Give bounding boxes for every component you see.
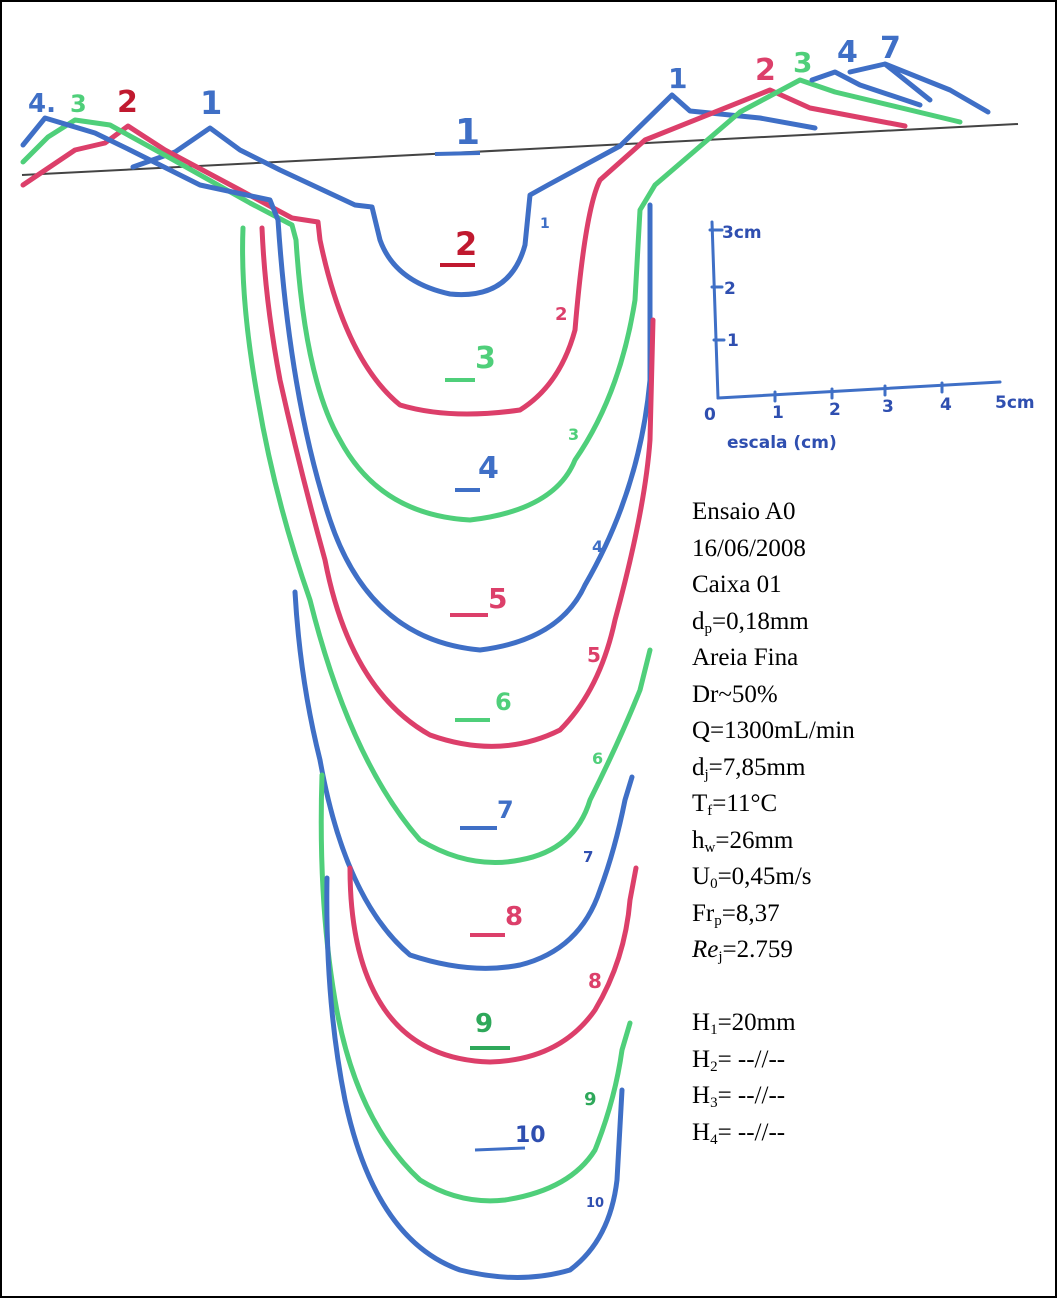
profile-label-3: 3 — [445, 341, 496, 382]
crest-label-2: 2 — [755, 53, 776, 88]
info-dj: dj=7,85mm — [692, 753, 806, 783]
info-u0: U0=0,45m/s — [692, 863, 812, 892]
scale-y-tick-2: 2 — [724, 279, 736, 299]
svg-text:7: 7 — [497, 796, 514, 824]
scale-x-tick-0: 0 — [704, 405, 716, 425]
info-h2: H2= --//-- — [692, 1045, 786, 1075]
scale-x-tick-5cm: 5cm — [995, 393, 1035, 413]
crest-label-1: 1 — [200, 84, 222, 122]
small-label-5: 5 — [587, 643, 601, 667]
crest-label-7: 7 — [880, 31, 901, 66]
info-tf: Tf=11°C — [692, 790, 778, 819]
scale-y-tick-1: 1 — [727, 331, 739, 351]
crest-label-3: 3 — [793, 46, 812, 79]
profile-2 — [20, 87, 908, 417]
profile-8 — [347, 865, 639, 1065]
profile-1 — [130, 92, 818, 298]
profile-label-8: 8 — [470, 902, 523, 937]
profile-label-7: 7 — [460, 796, 514, 830]
small-label-1: 1 — [540, 216, 550, 232]
scale-x-tick-2: 2 — [829, 400, 841, 420]
info-dr: Dr~50% — [692, 680, 778, 708]
profile-3 — [20, 77, 963, 523]
svg-text:3: 3 — [475, 341, 496, 376]
svg-text:1: 1 — [455, 112, 480, 153]
info-test: Ensaio A0 — [692, 498, 796, 525]
info-h3: H3= --//-- — [692, 1082, 786, 1111]
small-label-2: 2 — [555, 304, 568, 325]
crest-label-2: 2 — [117, 85, 138, 120]
crest-label-4: 4 — [837, 35, 858, 70]
profile-7 — [292, 61, 991, 971]
profile-5 — [259, 225, 656, 749]
profile-4 — [20, 69, 923, 653]
info-sand: Areia Fina — [692, 644, 799, 671]
svg-text:5: 5 — [488, 582, 507, 615]
info-frp: Frp=8,37 — [692, 899, 780, 929]
info-q: Q=1300mL/min — [692, 717, 855, 744]
info-spacer — [692, 969, 855, 1006]
bed-baseline — [21, 123, 1019, 176]
profile-label-5: 5 — [450, 582, 507, 617]
profile-label-9: 9 — [470, 1009, 510, 1050]
scale-x-tick-1: 1 — [772, 403, 784, 423]
scale-axes — [708, 220, 1002, 403]
small-label-3: 3 — [568, 425, 579, 444]
crest-label-4: 4. — [28, 89, 56, 119]
small-label-9: 9 — [584, 1089, 597, 1110]
scale-caption: escala (cm) — [727, 433, 837, 453]
svg-text:4: 4 — [478, 451, 499, 486]
profile-label-10: 10 — [474, 1123, 546, 1152]
scale-y-tick-3cm: 3cm — [722, 223, 762, 243]
svg-text:9: 9 — [475, 1009, 493, 1039]
svg-text:2: 2 — [455, 225, 477, 263]
svg-text:6: 6 — [495, 688, 512, 716]
profile-label-6: 6 — [455, 688, 512, 722]
info-rej: Rej=2.759 — [692, 936, 793, 965]
profile-6 — [240, 225, 653, 865]
svg-text:10: 10 — [515, 1123, 546, 1148]
info-date: 16/06/2008 — [692, 534, 806, 562]
svg-text:8: 8 — [505, 902, 523, 932]
profile-label-4: 4 — [455, 451, 499, 492]
small-label-6: 6 — [592, 749, 603, 768]
profile-10 — [324, 875, 625, 1280]
profile-label-2: 2 — [440, 225, 477, 267]
info-h4: H4= --//-- — [692, 1118, 786, 1148]
info-dp: dp=0,18mm — [692, 607, 809, 637]
scale-x-tick-4: 4 — [940, 395, 952, 415]
scale-x-tick-3: 3 — [882, 397, 894, 417]
crest-label-1: 1 — [668, 62, 687, 95]
info-box: Caixa 01 — [692, 571, 782, 598]
small-label-4: 4 — [592, 537, 603, 556]
small-label-7: 7 — [583, 848, 593, 866]
test-info-panel: Ensaio A0 16/06/2008 Caixa 01 dp=0,18mm … — [692, 494, 855, 1151]
crest-label-3: 3 — [70, 90, 87, 118]
profile-9 — [318, 772, 633, 1204]
small-label-10: 10 — [586, 1196, 604, 1211]
small-label-8: 8 — [588, 969, 602, 993]
info-hw: hw=26mm — [692, 826, 794, 856]
profile-label-1: 1 — [434, 112, 480, 156]
info-h1: H1=20mm — [692, 1009, 796, 1038]
